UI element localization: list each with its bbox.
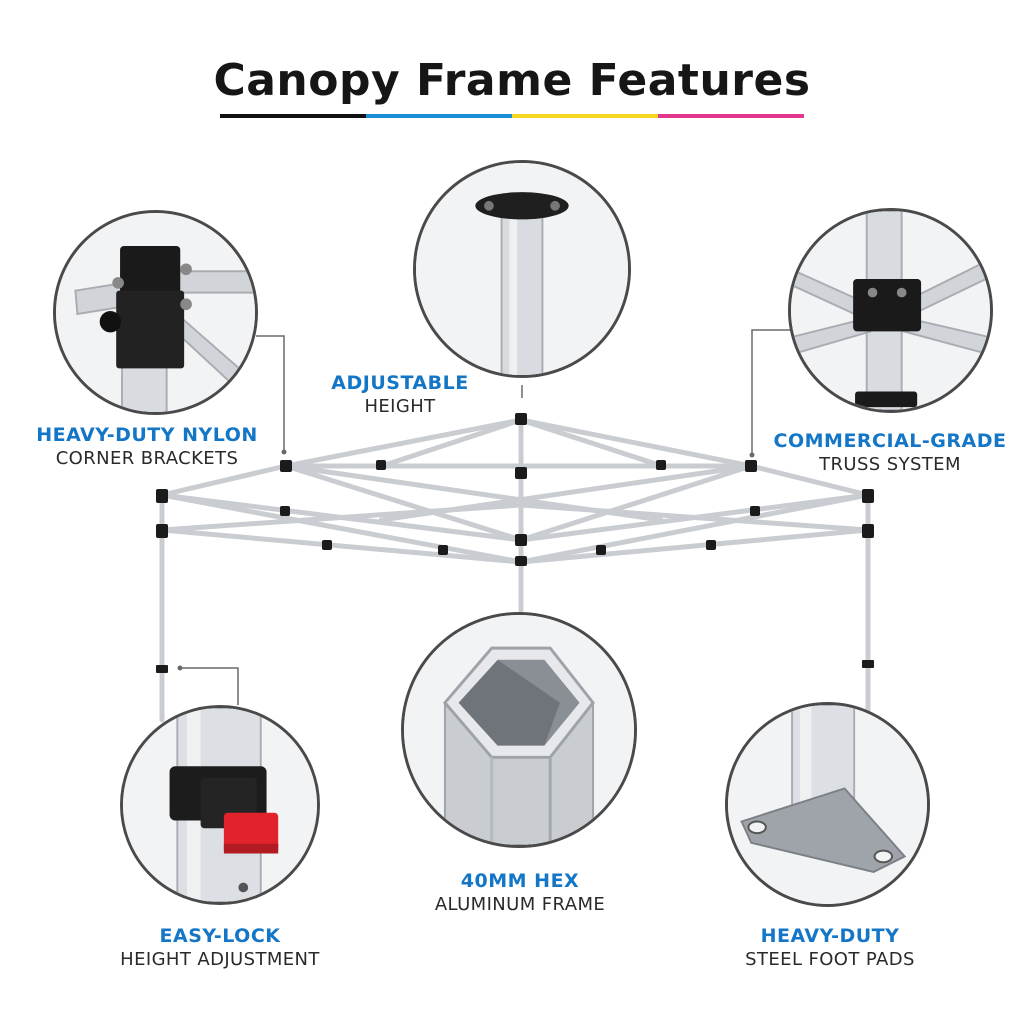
hex-frame-headline: 40MM HEX [460,870,580,892]
easy-lock-headline: EASY-LOCK [159,925,281,947]
corner-brackets-headline: HEAVY-DUTY NYLON [36,424,258,446]
foot-pads-headline: HEAVY-DUTY [760,925,900,947]
easy-lock-detail-circle [120,705,320,905]
steel-foot-pad-detail-circle [725,702,930,907]
title-underline-blue [366,114,512,118]
easy-lock-subtext: HEIGHT ADJUSTMENT [120,948,320,970]
easy-lock-label: EASY-LOCK HEIGHT ADJUSTMENT [80,925,360,971]
corner-brackets-label: HEAVY-DUTY NYLON CORNER BRACKETS [17,424,277,470]
title-underline-yellow [512,114,658,118]
hex-frame-label: 40MM HEX ALUMINUM FRAME [400,870,640,916]
adjustable-height-detail-circle [413,160,631,378]
adjustable-height-label: ADJUSTABLE HEIGHT [300,372,500,418]
truss-system-headline: COMMERCIAL-GRADE [773,430,1007,452]
hex-aluminum-detail-circle [401,612,637,848]
title-underline-black [220,114,366,118]
adjustable-height-subtext: HEIGHT [364,395,436,417]
corner-bracket-detail-circle [53,210,258,415]
hex-frame-subtext: ALUMINUM FRAME [434,893,606,915]
page-title: Canopy Frame Features [213,55,811,106]
truss-system-detail-circle [788,208,993,413]
truss-system-subtext: TRUSS SYSTEM [819,453,961,475]
foot-pads-label: HEAVY-DUTY STEEL FOOT PADS [700,925,960,971]
foot-pads-subtext: STEEL FOOT PADS [745,948,915,970]
corner-brackets-subtext: CORNER BRACKETS [55,447,239,469]
truss-system-label: COMMERCIAL-GRADE TRUSS SYSTEM [760,430,1020,476]
adjustable-height-headline: ADJUSTABLE [331,372,469,394]
title-underline-magenta [658,114,804,118]
